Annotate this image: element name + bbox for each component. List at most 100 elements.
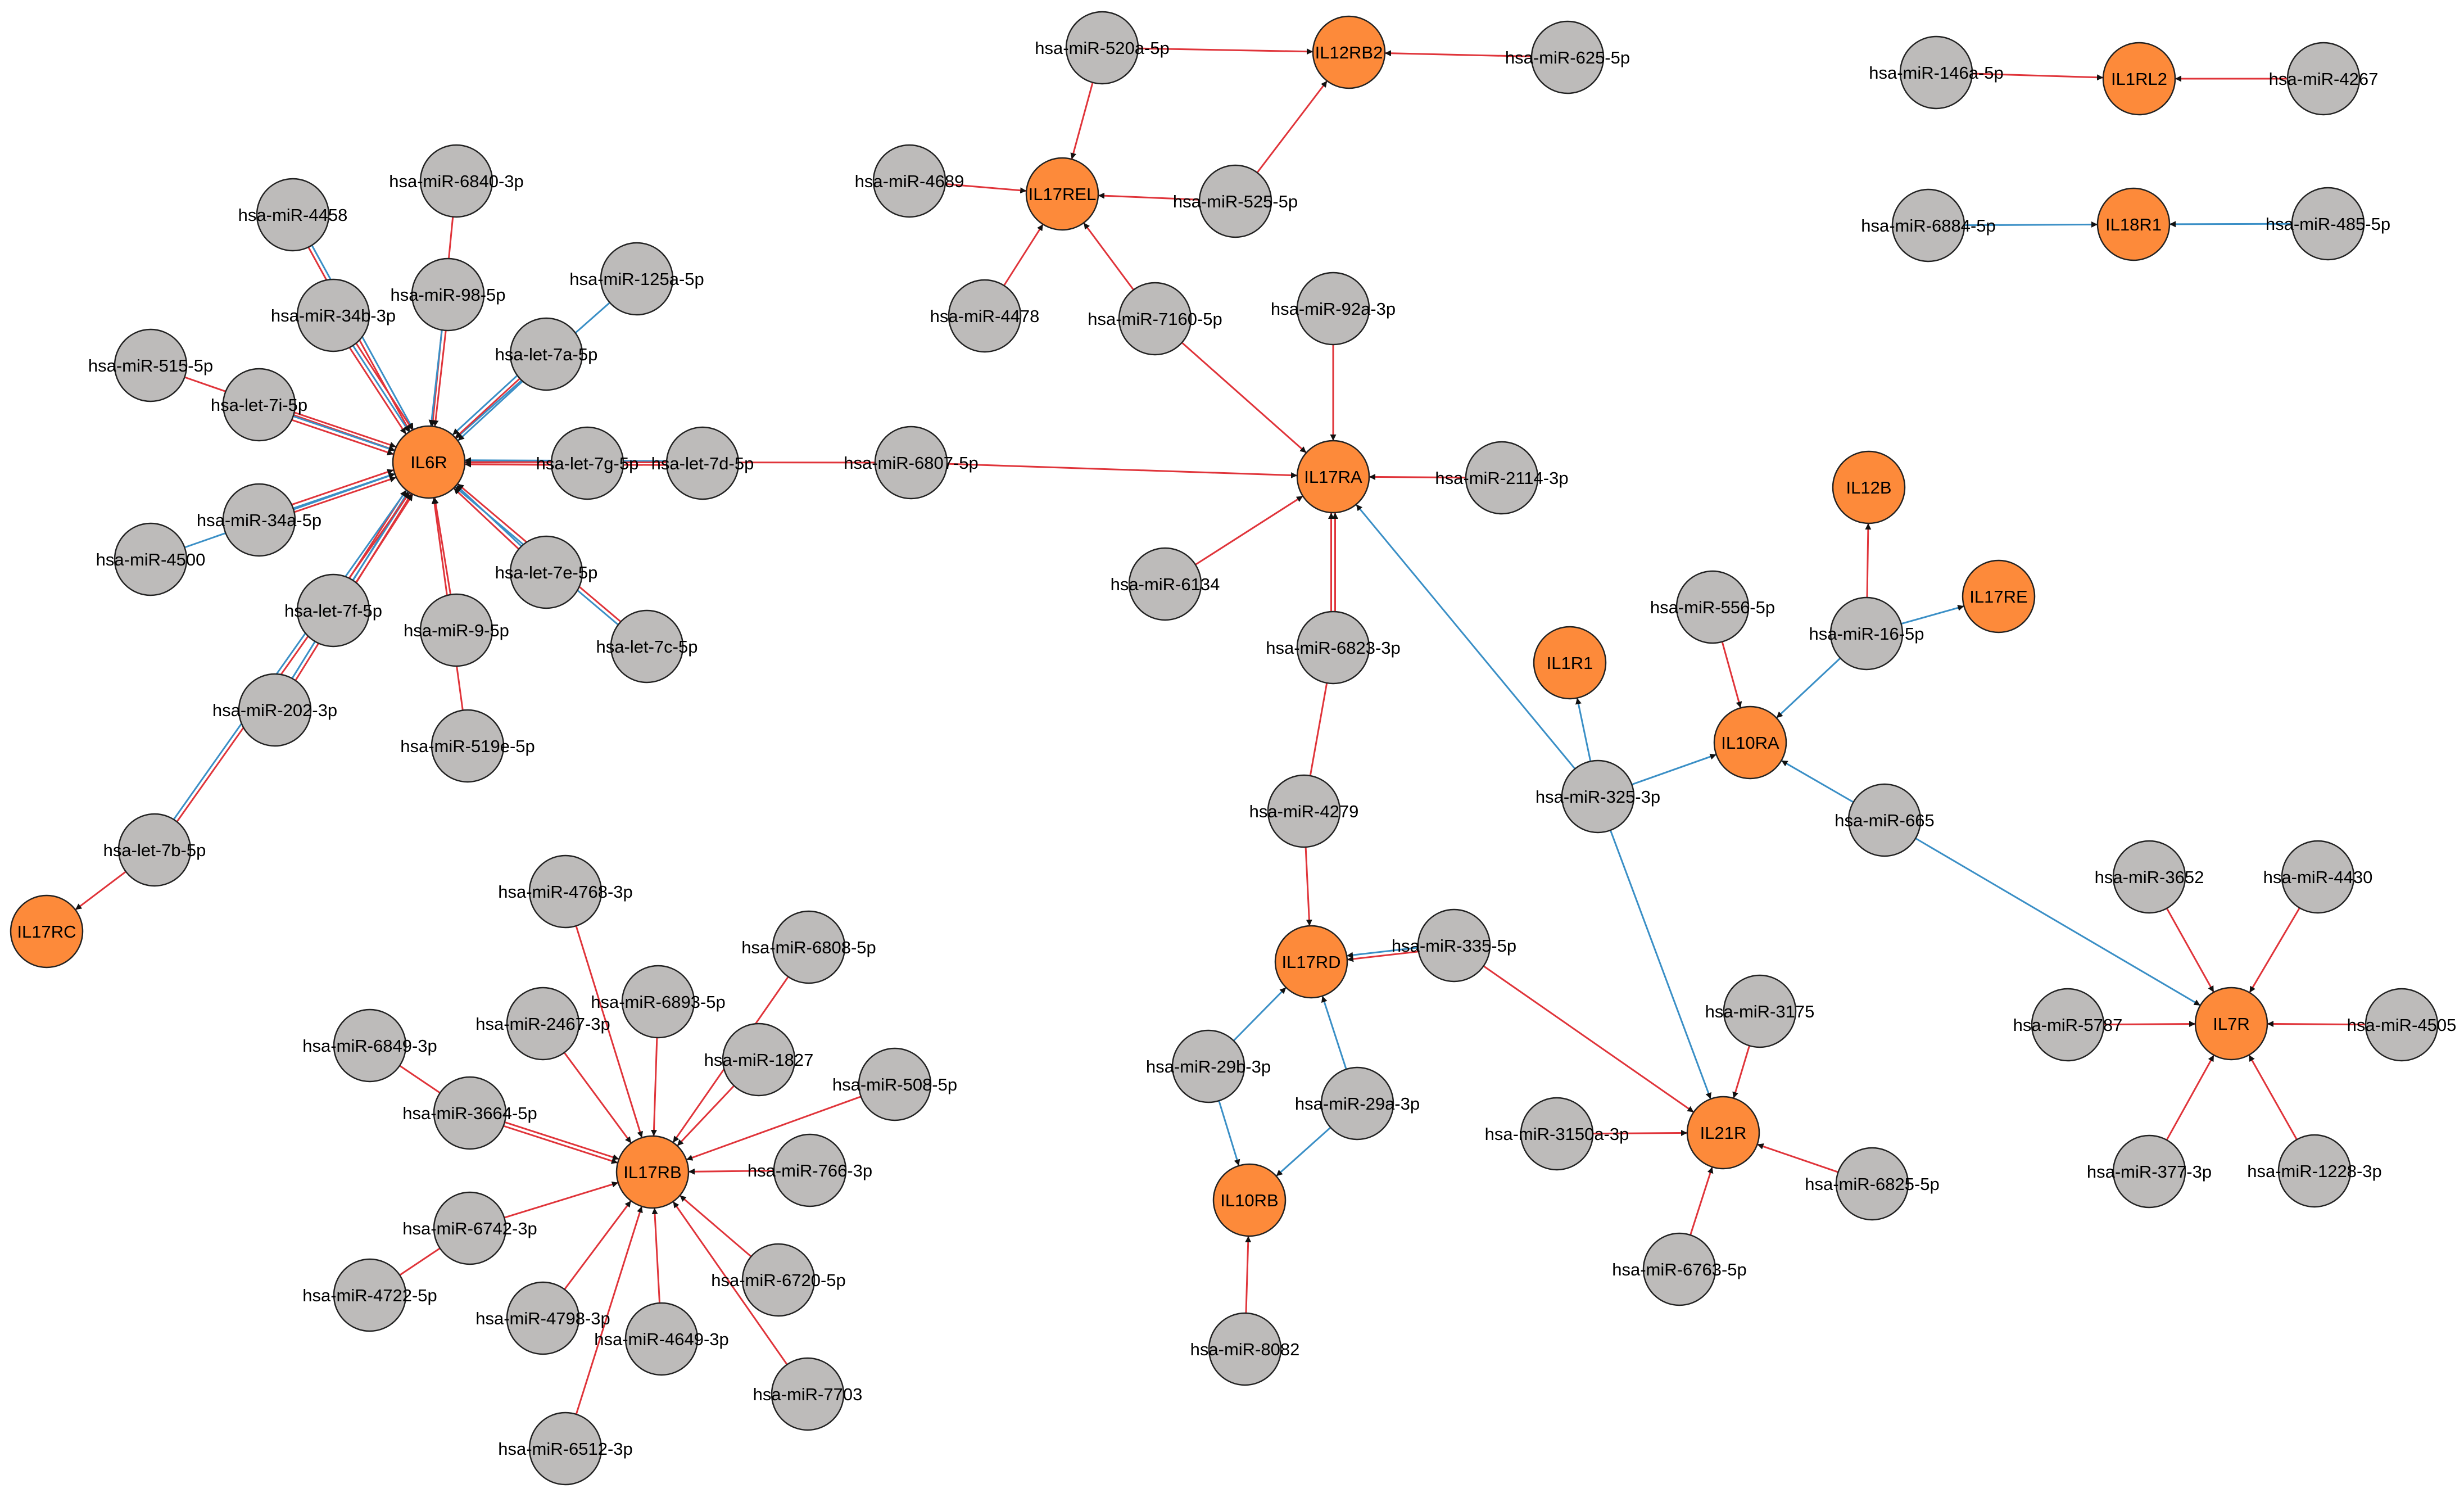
mirna-node-m57[interactable]: hsa-miR-6893-5p <box>591 965 726 1039</box>
mirna-circle <box>1267 774 1341 848</box>
mirna-node-m60[interactable]: hsa-miR-508-5p <box>832 1047 957 1121</box>
mirna-node-m29[interactable]: hsa-miR-6134 <box>1111 547 1220 621</box>
edge-m46-IL17RD <box>1347 947 1419 958</box>
mirna-node-m4[interactable]: hsa-miR-98-5p <box>390 257 506 332</box>
mirna-node-m19[interactable]: hsa-let-7b-5p <box>103 813 206 887</box>
mirna-node-m67[interactable]: hsa-miR-4649-3p <box>594 1302 729 1376</box>
edge-m31-IL17RD <box>1305 847 1312 926</box>
mirna-node-m56[interactable]: hsa-miR-2467-3p <box>475 987 610 1061</box>
mirna-node-m46[interactable]: hsa-miR-335-5p <box>1392 908 1516 983</box>
mirna-node-m14[interactable]: hsa-let-7f-5p <box>284 573 382 648</box>
mirna-node-m65[interactable]: hsa-miR-6720-5p <box>711 1243 846 1317</box>
mirna-node-m69[interactable]: hsa-miR-6512-3p <box>498 1411 633 1486</box>
mirna-node-m5[interactable]: hsa-miR-125a-5p <box>569 242 704 316</box>
mirna-node-m37[interactable]: hsa-miR-16-5p <box>1809 596 1924 671</box>
gene-node-IL17RB[interactable]: IL17RB <box>615 1135 690 1209</box>
mirna-node-m49[interactable]: hsa-miR-29a-3p <box>1295 1066 1420 1141</box>
mirna-node-m39[interactable]: hsa-miR-665 <box>1835 783 1935 857</box>
mirna-node-m23[interactable]: hsa-miR-525-5p <box>1173 164 1298 238</box>
mirna-node-m12[interactable]: hsa-miR-4500 <box>96 522 206 596</box>
mirna-node-m50[interactable]: hsa-miR-3150a-3p <box>1485 1097 1629 1171</box>
mirna-node-m36[interactable]: hsa-miR-556-5p <box>1650 570 1775 644</box>
gene-node-IL17RC[interactable]: IL17RC <box>10 894 84 969</box>
mirna-node-m3[interactable]: hsa-miR-34b-3p <box>271 278 396 352</box>
gene-node-IL18R1[interactable]: IL18R1 <box>2096 187 2171 261</box>
gene-node-IL12RB2[interactable]: IL12RB2 <box>1312 15 1386 89</box>
mirna-circle <box>1847 783 1922 857</box>
mirna-node-m45[interactable]: hsa-miR-1228-3p <box>2247 1134 2382 1208</box>
mirna-node-m54[interactable]: hsa-miR-4768-3p <box>498 854 633 929</box>
mirna-node-m68[interactable]: hsa-miR-7703 <box>753 1357 863 1431</box>
mirna-node-m1[interactable]: hsa-miR-4458 <box>238 178 348 252</box>
mirna-node-m40[interactable]: hsa-miR-3652 <box>2095 840 2204 914</box>
gene-node-IL17RE[interactable]: IL17RE <box>1962 559 2036 634</box>
edge-m29-IL17RA <box>1195 495 1303 565</box>
mirna-node-m42[interactable]: hsa-miR-5787 <box>2013 988 2123 1062</box>
edge-m61-IL17RB <box>504 1121 619 1160</box>
gene-node-IL17REL[interactable]: IL17REL <box>1025 157 1099 231</box>
mirna-circle <box>2291 187 2365 261</box>
mirna-node-m44[interactable]: hsa-miR-377-3p <box>2087 1134 2212 1209</box>
mirna-node-m47[interactable]: hsa-miR-3175 <box>1705 974 1815 1048</box>
mirna-node-m24[interactable]: hsa-miR-4478 <box>930 279 1040 353</box>
gene-node-IL1RL2[interactable]: IL1RL2 <box>2102 42 2176 116</box>
mirna-node-m6[interactable]: hsa-miR-515-5p <box>88 328 213 402</box>
mirna-node-m35[interactable]: hsa-miR-485-5p <box>2266 187 2390 261</box>
mirna-node-m32[interactable]: hsa-miR-146a-5p <box>1869 35 2004 110</box>
mirna-node-m66[interactable]: hsa-miR-4798-3p <box>475 1281 610 1355</box>
mirna-node-m27[interactable]: hsa-miR-6807-5p <box>844 426 979 500</box>
mirna-node-m34[interactable]: hsa-miR-6884-5p <box>1861 188 1996 263</box>
mirna-node-m25[interactable]: hsa-miR-7160-5p <box>1088 282 1222 356</box>
gene-node-IL17RD[interactable]: IL17RD <box>1274 925 1348 999</box>
mirna-node-m33[interactable]: hsa-miR-4267 <box>2269 42 2379 116</box>
mirna-node-m16[interactable]: hsa-let-7c-5p <box>596 609 698 684</box>
mirna-node-m59[interactable]: hsa-miR-1827 <box>704 1023 814 1097</box>
mirna-node-m53[interactable]: hsa-miR-8082 <box>1190 1312 1300 1386</box>
mirna-node-m21[interactable]: hsa-miR-625-5p <box>1505 20 1630 94</box>
mirna-node-m28[interactable]: hsa-miR-2114-3p <box>1435 441 1569 515</box>
gene-node-IL17RA[interactable]: IL17RA <box>1296 440 1370 514</box>
mirna-circle <box>114 328 188 402</box>
mirna-node-m52[interactable]: hsa-miR-6763-5p <box>1612 1232 1747 1306</box>
node-layer: hsa-miR-4458 hsa-miR-6840-3p hsa-miR-34b-3… <box>10 11 2457 1486</box>
mirna-node-m43[interactable]: hsa-miR-4505 <box>2347 988 2457 1062</box>
mirna-node-m31[interactable]: hsa-miR-4279 <box>1249 774 1359 848</box>
mirna-node-m38[interactable]: hsa-miR-325-3p <box>1536 759 1660 834</box>
mirna-node-m30[interactable]: hsa-miR-6823-3p <box>1266 610 1401 685</box>
mirna-node-m63[interactable]: hsa-miR-6742-3p <box>402 1191 537 1265</box>
edge-m20-IL17REL <box>1070 82 1094 160</box>
mirna-node-m9[interactable]: hsa-let-7g-5p <box>536 426 639 500</box>
gene-node-IL7R[interactable]: IL7R <box>2194 987 2268 1061</box>
gene-node-IL10RB[interactable]: IL10RB <box>1212 1163 1287 1237</box>
mirna-node-m8[interactable]: hsa-let-7i-5p <box>211 368 307 442</box>
mirna-node-m58[interactable]: hsa-miR-6849-3p <box>302 1008 437 1083</box>
mirna-node-m22[interactable]: hsa-miR-4689 <box>855 144 964 218</box>
mirna-node-m64[interactable]: hsa-miR-4722-5p <box>302 1258 437 1332</box>
mirna-label: hsa-miR-6840-3p <box>389 171 524 191</box>
gene-circle <box>1962 559 2036 634</box>
gene-node-IL12B[interactable]: IL12B <box>1832 450 1906 524</box>
gene-circle <box>1686 1096 1760 1170</box>
mirna-node-m7[interactable]: hsa-let-7a-5p <box>495 317 598 391</box>
mirna-node-m41[interactable]: hsa-miR-4430 <box>2263 840 2373 914</box>
mirna-node-m51[interactable]: hsa-miR-6825-5p <box>1805 1147 1940 1221</box>
mirna-node-m62[interactable]: hsa-miR-766-3p <box>748 1133 872 1207</box>
mirna-node-m26[interactable]: hsa-miR-92a-3p <box>1271 272 1396 346</box>
mirna-node-m20[interactable]: hsa-miR-520a-5p <box>1035 11 1170 85</box>
gene-node-IL10RA[interactable]: IL10RA <box>1713 705 1787 780</box>
mirna-node-m61[interactable]: hsa-miR-3664-5p <box>402 1076 537 1150</box>
mirna-node-m17[interactable]: hsa-miR-202-3p <box>212 673 337 747</box>
mirna-node-m2[interactable]: hsa-miR-6840-3p <box>389 144 524 218</box>
edge-m7-IL6R <box>452 375 518 436</box>
gene-node-IL1R1[interactable]: IL1R1 <box>1533 626 1607 700</box>
mirna-node-m11[interactable]: hsa-miR-34a-5p <box>197 483 321 557</box>
gene-node-IL21R[interactable]: IL21R <box>1686 1096 1760 1170</box>
mirna-node-m15[interactable]: hsa-miR-9-5p <box>404 593 509 667</box>
mirna-node-m18[interactable]: hsa-miR-519e-5p <box>400 709 535 783</box>
mirna-node-m10[interactable]: hsa-let-7d-5p <box>651 426 754 500</box>
gene-node-IL6R[interactable]: IL6R <box>392 425 466 499</box>
mirna-node-m13[interactable]: hsa-let-7e-5p <box>495 535 598 609</box>
edge-m46-IL21R <box>1483 965 1695 1113</box>
mirna-node-m55[interactable]: hsa-miR-6808-5p <box>741 910 876 984</box>
mirna-node-m48[interactable]: hsa-miR-29b-3p <box>1146 1029 1271 1103</box>
